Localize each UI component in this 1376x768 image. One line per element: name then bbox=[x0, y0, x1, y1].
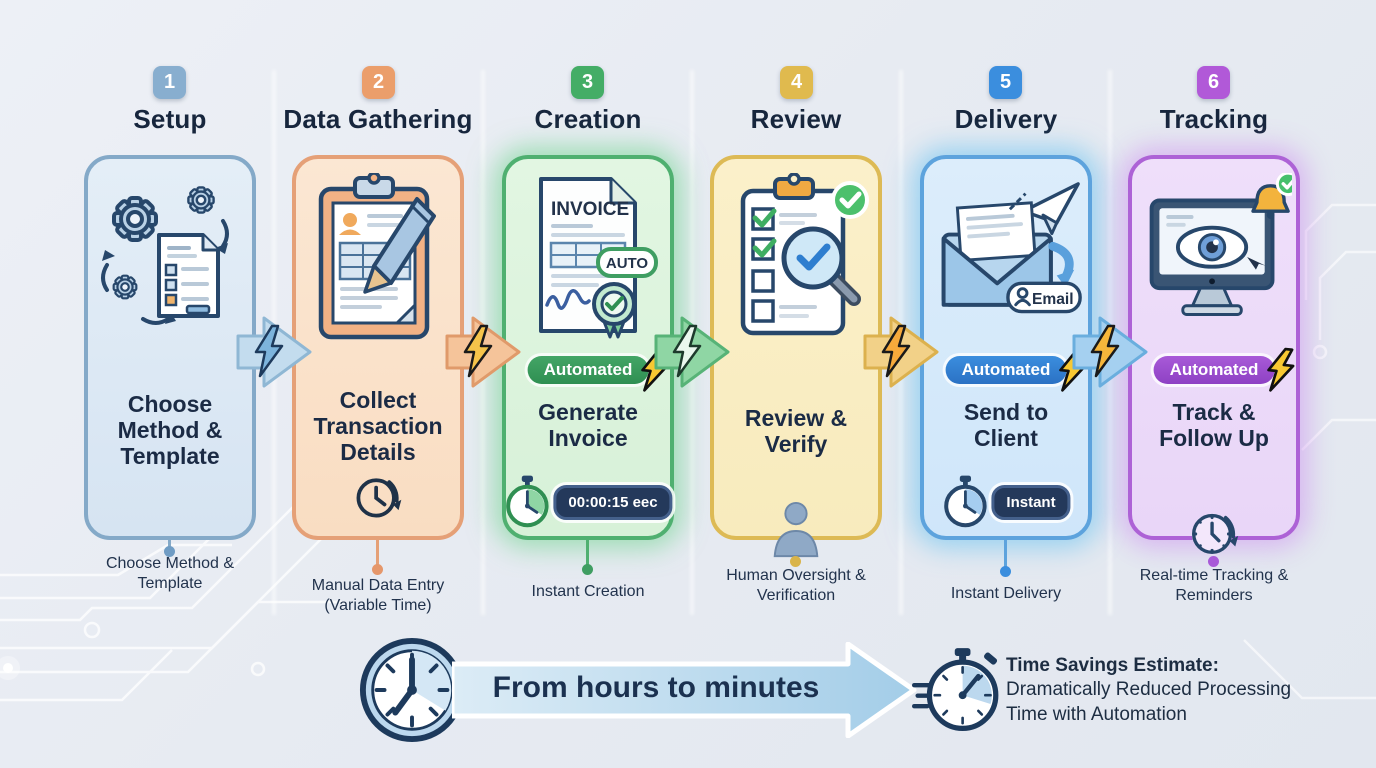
connector-dot bbox=[372, 564, 383, 575]
step-caption: Real-time Tracking & Reminders bbox=[1139, 567, 1289, 604]
step-card-tracking: Automated Track & Follow Up bbox=[1128, 155, 1300, 555]
automated-label: Automated bbox=[543, 360, 633, 379]
step-title: Delivery bbox=[954, 104, 1058, 134]
clock-icon bbox=[359, 637, 465, 743]
connector-stem bbox=[586, 540, 589, 566]
card-label: Collect Transaction Details bbox=[313, 387, 443, 466]
arrow-lightning-icon bbox=[236, 316, 312, 388]
email-badge-label: Email bbox=[1032, 291, 1074, 308]
step-caption: Instant Creation bbox=[531, 583, 645, 600]
step-card-review: Review & Verify bbox=[710, 155, 882, 558]
card-label: Generate Invoice bbox=[538, 399, 638, 452]
connector-dot bbox=[790, 556, 801, 567]
stopwatch-icon bbox=[506, 475, 549, 528]
step-number-badge: 3 bbox=[571, 66, 604, 99]
time-savings-arrow-label: From hours to minutes bbox=[492, 671, 820, 704]
history-clock-icon bbox=[356, 478, 402, 518]
step-number-badge: 6 bbox=[1197, 66, 1230, 99]
connector-stem bbox=[1004, 540, 1007, 568]
automated-pill: Automated bbox=[527, 347, 669, 392]
history-clock-icon bbox=[1191, 513, 1239, 555]
lightning-bolt-icon bbox=[1266, 347, 1295, 392]
step-title: Review bbox=[750, 104, 842, 134]
step-card-data-gathering: Collect Transaction Details bbox=[292, 155, 464, 540]
step-title: Tracking bbox=[1159, 104, 1269, 134]
step-number-badge: 2 bbox=[362, 66, 395, 99]
estimate-body: Dramatically Reduced Processing Time wit… bbox=[1006, 679, 1292, 725]
invoice-doc-title: INVOICE bbox=[551, 199, 629, 220]
step-caption: Human Oversight & Verification bbox=[726, 567, 866, 604]
checklist-magnifier-icon bbox=[740, 173, 869, 336]
arrow-lightning-icon bbox=[1072, 316, 1148, 388]
estimate-heading: Time Savings Estimate: bbox=[1006, 655, 1219, 676]
connector-dot bbox=[582, 564, 593, 575]
invoice-document-icon: INVOICE AUTO bbox=[539, 177, 658, 339]
step-title: Creation bbox=[534, 104, 642, 134]
step-caption: Choose Method & Template bbox=[105, 555, 235, 592]
envelope-send-icon: Email bbox=[941, 182, 1082, 314]
automated-pill: Automated bbox=[945, 347, 1087, 392]
time-savings-estimate: Time Savings Estimate: Dramatically Redu… bbox=[1006, 654, 1306, 727]
clipboard-pen-icon bbox=[318, 173, 436, 340]
step-number-badge: 5 bbox=[989, 66, 1022, 99]
connector-dot bbox=[1208, 556, 1219, 567]
automated-pill: Automated bbox=[1153, 347, 1295, 392]
card-label: Track & Follow Up bbox=[1159, 399, 1269, 452]
connector-dot bbox=[164, 546, 175, 557]
step-card-delivery: Email Automated Send to Client bbox=[920, 155, 1092, 540]
automated-label: Automated bbox=[1169, 360, 1259, 379]
person-icon bbox=[773, 502, 819, 558]
step-card-setup: Choose Method & Template bbox=[84, 155, 256, 540]
step-title: Setup bbox=[133, 104, 207, 134]
step-number-badge: 4 bbox=[780, 66, 813, 99]
timer-value: 00:00:15 eec bbox=[553, 484, 673, 520]
connector-stem bbox=[376, 540, 379, 566]
connector-dot bbox=[1000, 566, 1011, 577]
arrow-lightning-icon bbox=[445, 316, 521, 388]
card-label: Send to Client bbox=[963, 399, 1049, 452]
step-number-badge: 1 bbox=[153, 66, 186, 99]
card-label: Review & Verify bbox=[744, 405, 848, 458]
delivery-timer: Instant bbox=[941, 475, 1071, 529]
step-title: Data Gathering bbox=[283, 104, 473, 134]
creation-timer: 00:00:15 eec bbox=[503, 475, 673, 529]
gears-document-icon bbox=[101, 186, 229, 325]
step-caption: Instant Delivery bbox=[950, 585, 1062, 602]
card-label: Choose Method & Template bbox=[117, 391, 223, 470]
step-card-creation: INVOICE AUTO A bbox=[502, 155, 674, 540]
auto-badge-label: AUTO bbox=[606, 255, 649, 272]
stopwatch-icon bbox=[944, 475, 987, 528]
automated-label: Automated bbox=[961, 360, 1051, 379]
time-savings-arrow-banner bbox=[452, 642, 917, 738]
arrow-lightning-icon bbox=[654, 316, 730, 388]
connector-stem bbox=[168, 540, 171, 548]
monitor-eye-icon bbox=[1149, 173, 1292, 316]
arrow-lightning-icon bbox=[863, 316, 939, 388]
timer-value: Instant bbox=[991, 484, 1071, 520]
speed-stopwatch-icon bbox=[912, 648, 999, 732]
step-caption: Manual Data Entry (Variable Time) bbox=[311, 577, 445, 614]
